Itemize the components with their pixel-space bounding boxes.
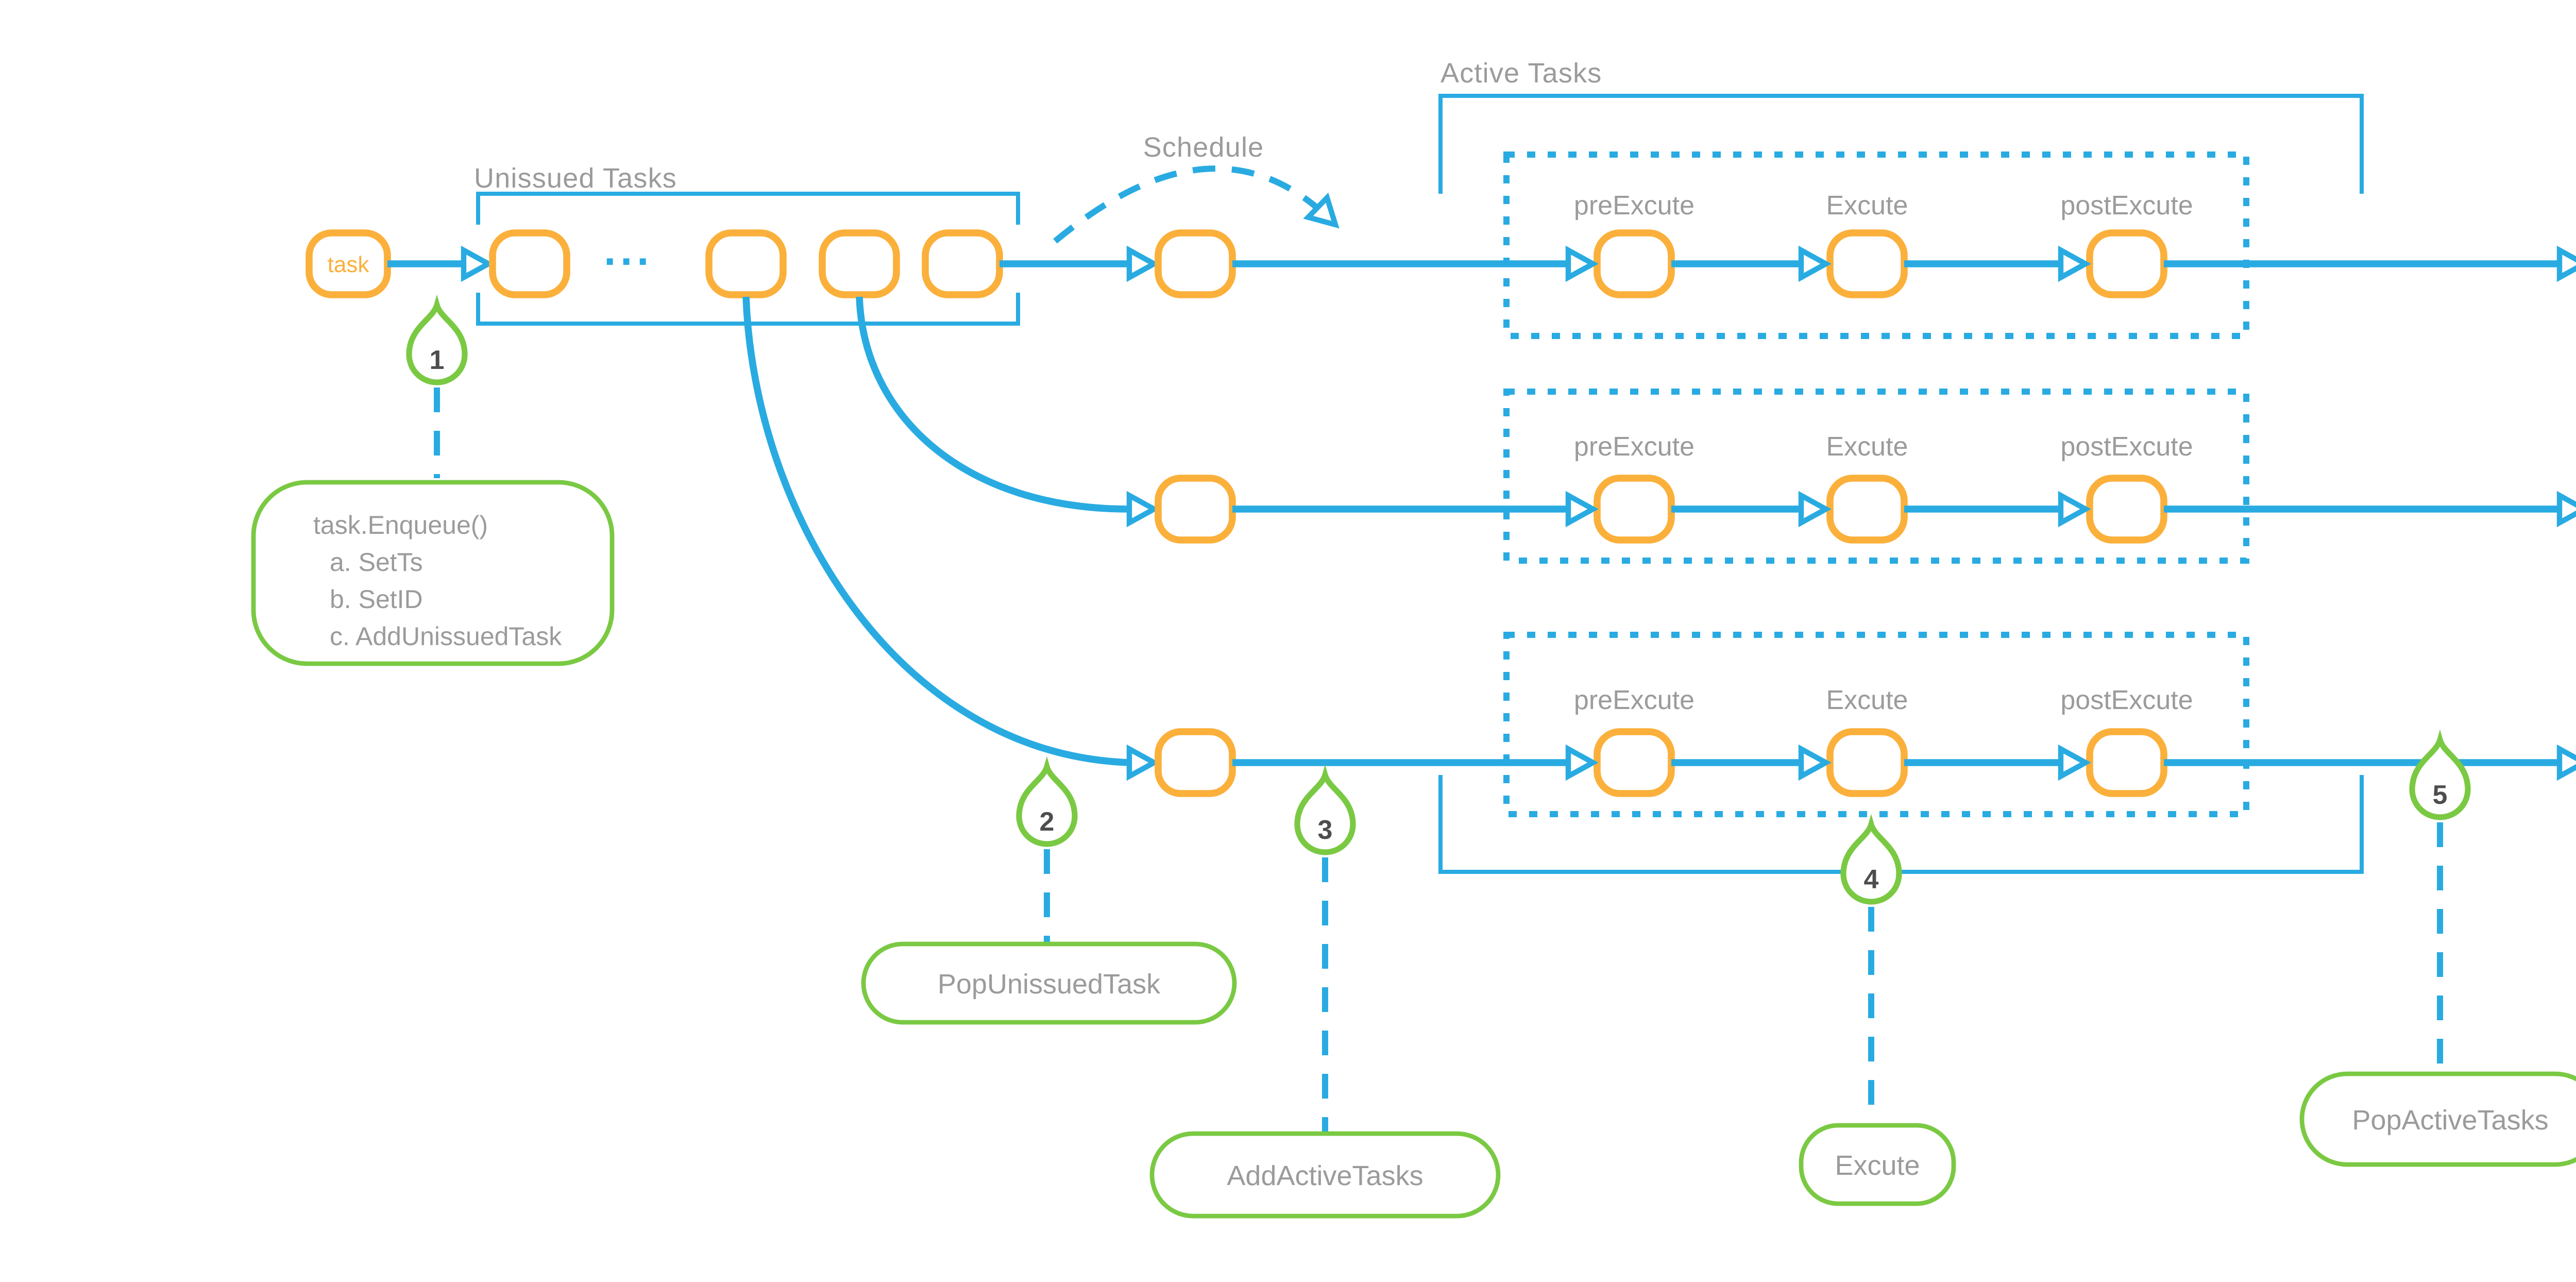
preexcute-node [1594, 728, 1675, 797]
annotation-2: 2 PopUnissuedTask [861, 756, 1237, 1025]
preexcute-node [1594, 229, 1675, 298]
annotation-line: b. SetID [330, 585, 423, 614]
arrowhead-icon [2556, 245, 2576, 282]
arrowhead-icon [1798, 491, 1832, 528]
stage-label-preexcute: preExcute [1574, 191, 1694, 221]
badge-2-number: 2 [1040, 807, 1055, 837]
arrowhead-icon [1126, 245, 1160, 282]
worker-row-3: preExcute Excute postExcute [1155, 632, 2576, 817]
arrowhead-icon [1126, 744, 1160, 781]
worker-box [1503, 389, 2249, 564]
arrowhead-icon [1565, 491, 1599, 528]
stage-label-excute: Excute [1826, 191, 1908, 221]
worker-box [1503, 151, 2249, 339]
annotation-1: 1 task.Enqueue() a. SetTs b. SetID c. Ad… [251, 294, 615, 666]
task-node-label: task [328, 252, 370, 277]
arrowhead-icon [2058, 245, 2091, 282]
preexcute-node [1594, 475, 1675, 544]
unissued-queue-label: Unissued Tasks [474, 163, 677, 194]
badge-5-number: 5 [2433, 780, 2448, 810]
schedule-label: Schedule [1143, 132, 1264, 163]
arrowhead-icon [2556, 491, 2576, 528]
active-tasks-label: Active Tasks [1440, 58, 1602, 89]
arrowhead-icon [1565, 744, 1599, 781]
annotation-pill-label: Excute [1835, 1150, 1920, 1181]
task-source: task [306, 229, 494, 298]
stage-label-excute: Excute [1826, 685, 1908, 715]
arrowhead-icon [461, 245, 494, 282]
annotation-5: 5 PopActiveTasks [2299, 729, 2576, 1167]
stage-label-preexcute: preExcute [1574, 685, 1694, 715]
scheduled-node [1155, 229, 1236, 298]
stage-label-excute: Excute [1826, 432, 1908, 462]
queue-node [705, 229, 787, 298]
arrowhead-icon [2058, 744, 2091, 781]
queue-node [489, 229, 570, 298]
schedule-dashed-arc [1053, 165, 1334, 244]
queue-ellipsis: ··· [604, 237, 653, 285]
badge-1-number: 1 [430, 345, 445, 375]
badge-4-marker [1840, 814, 1902, 905]
dispatch-curve-row2 [856, 296, 1130, 513]
scheduled-node [1155, 728, 1236, 797]
scheduled-node [1155, 475, 1236, 544]
stage-label-preexcute: preExcute [1574, 432, 1694, 462]
arrowhead-icon [1798, 245, 1832, 282]
arrowhead-icon [2058, 491, 2091, 528]
annotation-pill-label: PopUnissuedTask [938, 969, 1161, 1000]
stage-label-postexcute: postExcute [2060, 685, 2193, 715]
badge-1-marker [406, 294, 468, 385]
badge-4-number: 4 [1864, 865, 1879, 895]
excute-node [1826, 475, 1908, 544]
unissued-top-bracket [476, 192, 1020, 225]
postexcute-node [2086, 728, 2167, 797]
annotation-4: 4 Excute [1799, 814, 1956, 1206]
stage-label-postexcute: postExcute [2060, 432, 2193, 462]
badge-5-marker [2409, 729, 2471, 820]
badge-3-marker [1294, 764, 1356, 855]
worker-box [1503, 632, 2249, 817]
annotation-line: a. SetTs [330, 548, 423, 577]
annotation-pill-popactivetasks [2299, 1071, 2576, 1167]
annotation-pill-popunissuedtask [861, 941, 1237, 1025]
annotation-3: 3 AddActiveTasks [1149, 764, 1501, 1219]
worker-row-2: preExcute Excute postExcute [1155, 389, 2576, 564]
active-top-bracket [1438, 94, 2364, 194]
excute-node [1826, 229, 1908, 298]
active-bottom-bracket [1438, 775, 2364, 874]
postexcute-node [2086, 229, 2167, 298]
schedule: Schedule [1053, 132, 1340, 244]
arrowhead-icon [1303, 192, 1340, 229]
arrowhead-icon [1565, 245, 1599, 282]
annotation-line: c. AddUnissuedTask [330, 622, 562, 651]
annotation-box-enqueue [251, 480, 615, 666]
queue-node [819, 229, 900, 298]
annotation-line: task.Enqueue() [313, 511, 488, 539]
stage-label-postexcute: postExcute [2060, 191, 2193, 221]
badge-2-marker [1016, 756, 1078, 847]
postexcute-node [2086, 475, 2167, 544]
arrowhead-icon [1126, 491, 1160, 528]
dispatch-curve-row3 [742, 296, 1130, 766]
annotation-pill-excute [1799, 1123, 1956, 1206]
badge-3-number: 3 [1318, 815, 1333, 845]
arrowhead-icon [2556, 744, 2576, 781]
queue-node [922, 229, 1003, 298]
arrowhead-icon [1798, 744, 1832, 781]
annotation-pill-addactivetasks [1149, 1131, 1501, 1219]
annotation-pill-label: PopActiveTasks [2352, 1105, 2548, 1136]
worker-row-1: preExcute Excute postExcute [1155, 151, 2576, 339]
unissued-queue: Unissued Tasks ··· [474, 163, 1160, 326]
annotation-pill-label: AddActiveTasks [1227, 1160, 1423, 1191]
excute-node [1826, 728, 1908, 797]
